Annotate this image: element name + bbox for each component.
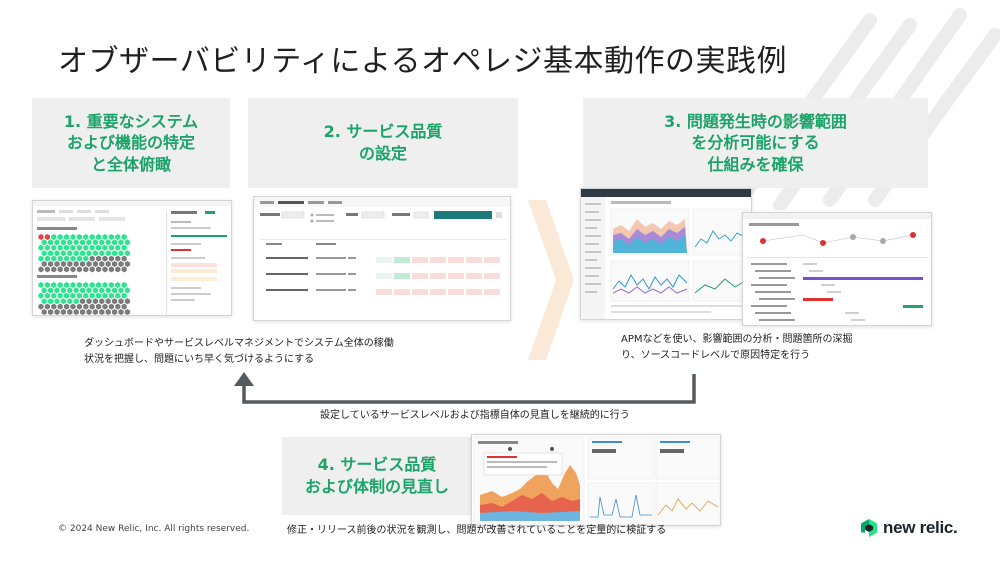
step-3-description: APMなどを使い、影響範囲の分析・問題箇所の深掘 り、ソースコードレベルで原因特…: [621, 334, 853, 361]
step-1-description: ダッシュボードやサービスレベルマネジメントでシステム全体の稼働 状況を把握し、問…: [84, 338, 394, 365]
dashboard-thumbnail-graphic: [33, 201, 231, 315]
step-4-description: 修正・リリース前後の状況を観測し、問題が改善されていることを定量的に検証する: [287, 525, 667, 536]
service-levels-thumbnail-graphic: [254, 197, 510, 295]
copyright-notice: © 2024 New Relic, Inc. All rights reserv…: [58, 524, 250, 534]
apm-thumbnail-graphic: [581, 189, 751, 319]
verification-thumbnail-graphic: [473, 436, 720, 525]
step-2-box: 2. サービス品質 の設定: [248, 98, 518, 188]
tracing-thumbnail-graphic: [743, 213, 931, 321]
feedback-loop-label: 設定しているサービスレベルおよび指標自体の見直しを継続的に行う: [320, 410, 630, 421]
verification-screenshot: [471, 434, 721, 526]
feedback-loop-arrow-icon: [234, 372, 696, 404]
new-relic-logo: new relic.: [861, 518, 958, 538]
page-title: オブザーバビリティによるオペレジ基本動作の実践例: [58, 44, 787, 79]
step-1-box: 1. 重要なシステム および機能の特定 と全体俯瞰: [32, 98, 230, 188]
distributed-tracing-screenshot: [742, 212, 932, 326]
new-relic-logo-icon: [861, 519, 877, 537]
logo-text: new relic.: [883, 518, 958, 537]
dashboard-screenshot: [32, 200, 232, 316]
chevron-arrow-icon: [528, 200, 574, 360]
service-levels-screenshot: [253, 196, 511, 321]
apm-screenshot: [580, 188, 752, 320]
step-3-box: 3. 問題発生時の影響範囲 を分析可能にする 仕組みを確保: [583, 98, 928, 188]
step-4-box: 4. サービス品質 および体制の見直し: [282, 437, 472, 515]
